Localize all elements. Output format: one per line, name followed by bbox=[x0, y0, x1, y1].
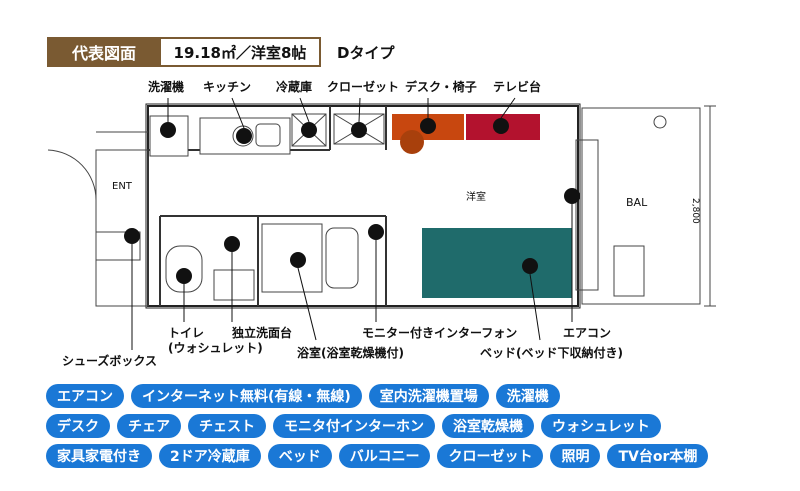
outdoor-unit bbox=[613, 245, 645, 297]
amenity-list: エアコン インターネット無料(有線・無線) 室内洗濯機置場 洗濯機 デスク チェ… bbox=[46, 384, 786, 474]
amenity-tag: チェア bbox=[117, 414, 181, 438]
plan-header: 代表図面 19.18㎡／洋室8帖 Dタイプ bbox=[47, 37, 394, 67]
label-bal: BAL bbox=[626, 196, 648, 209]
label-tv-stand: テレビ台 bbox=[493, 80, 542, 94]
amenity-tag: モニタ付インターホン bbox=[273, 414, 435, 438]
balcony bbox=[581, 107, 701, 305]
label-closet: クローゼット bbox=[327, 80, 400, 94]
entrance-area bbox=[95, 149, 149, 307]
label-bed: ベッド(ベッド下収納付き) bbox=[480, 346, 623, 360]
amenity-tag: チェスト bbox=[188, 414, 266, 438]
label-vanity: 独立洗面台 bbox=[232, 326, 293, 340]
label-aircon: エアコン bbox=[563, 326, 612, 340]
amenity-tag: 室内洗濯機置場 bbox=[368, 384, 489, 408]
label-bath: 浴室(浴室乾燥機付) bbox=[297, 346, 404, 360]
header-tag: 代表図面 bbox=[47, 37, 161, 67]
label-intercom: モニター付きインターフォン bbox=[362, 326, 518, 340]
label-shoebox: シューズボックス bbox=[62, 354, 158, 368]
amenity-tag: バルコニー bbox=[338, 444, 431, 468]
amenity-tag: クローゼット bbox=[437, 444, 544, 468]
amenity-tag: TV台or本棚 bbox=[607, 444, 709, 468]
label-dimension: 2,800 bbox=[690, 198, 700, 224]
floor-plan bbox=[47, 97, 716, 350]
amenity-row: エアコン インターネット無料(有線・無線) 室内洗濯機置場 洗濯機 bbox=[46, 384, 786, 408]
amenity-tag: 家具家電付き bbox=[46, 444, 152, 468]
bathtub bbox=[325, 227, 359, 289]
amenity-tag: 浴室乾燥機 bbox=[442, 414, 534, 438]
label-desk: デスク・椅子 bbox=[405, 80, 477, 94]
entrance-door-arc bbox=[47, 149, 97, 201]
label-room: 洋室 bbox=[466, 192, 486, 203]
label-fridge: 冷蔵庫 bbox=[276, 80, 313, 94]
amenity-tag: 洗濯機 bbox=[495, 384, 560, 408]
amenity-tag: ベッド bbox=[267, 444, 332, 468]
amenity-tag: ウォシュレット bbox=[541, 414, 661, 438]
vanity bbox=[213, 269, 255, 301]
amenity-row: デスク チェア チェスト モニタ付インターホン 浴室乾燥機 ウォシュレット bbox=[46, 414, 786, 438]
amenity-tag: デスク bbox=[46, 414, 110, 438]
amenity-tag: インターネット無料(有線・無線) bbox=[131, 384, 362, 408]
label-ent: ENT bbox=[112, 181, 132, 192]
label-washer: 洗濯機 bbox=[148, 80, 185, 94]
header-type: Dタイプ bbox=[337, 43, 395, 62]
label-toilet: トイレ (ウォシュレット) bbox=[168, 326, 263, 355]
bed bbox=[422, 228, 572, 298]
amenity-row: 家具家電付き 2ドア冷蔵庫 ベッド バルコニー クローゼット 照明 TV台or本… bbox=[46, 444, 786, 468]
bath-room bbox=[261, 223, 323, 293]
label-kitchen: キッチン bbox=[203, 80, 252, 94]
amenity-tag: 照明 bbox=[550, 444, 601, 468]
amenity-tag: エアコン bbox=[46, 384, 124, 408]
header-spec: 19.18㎡／洋室8帖 bbox=[161, 37, 321, 67]
amenity-tag: 2ドア冷蔵庫 bbox=[159, 444, 261, 468]
